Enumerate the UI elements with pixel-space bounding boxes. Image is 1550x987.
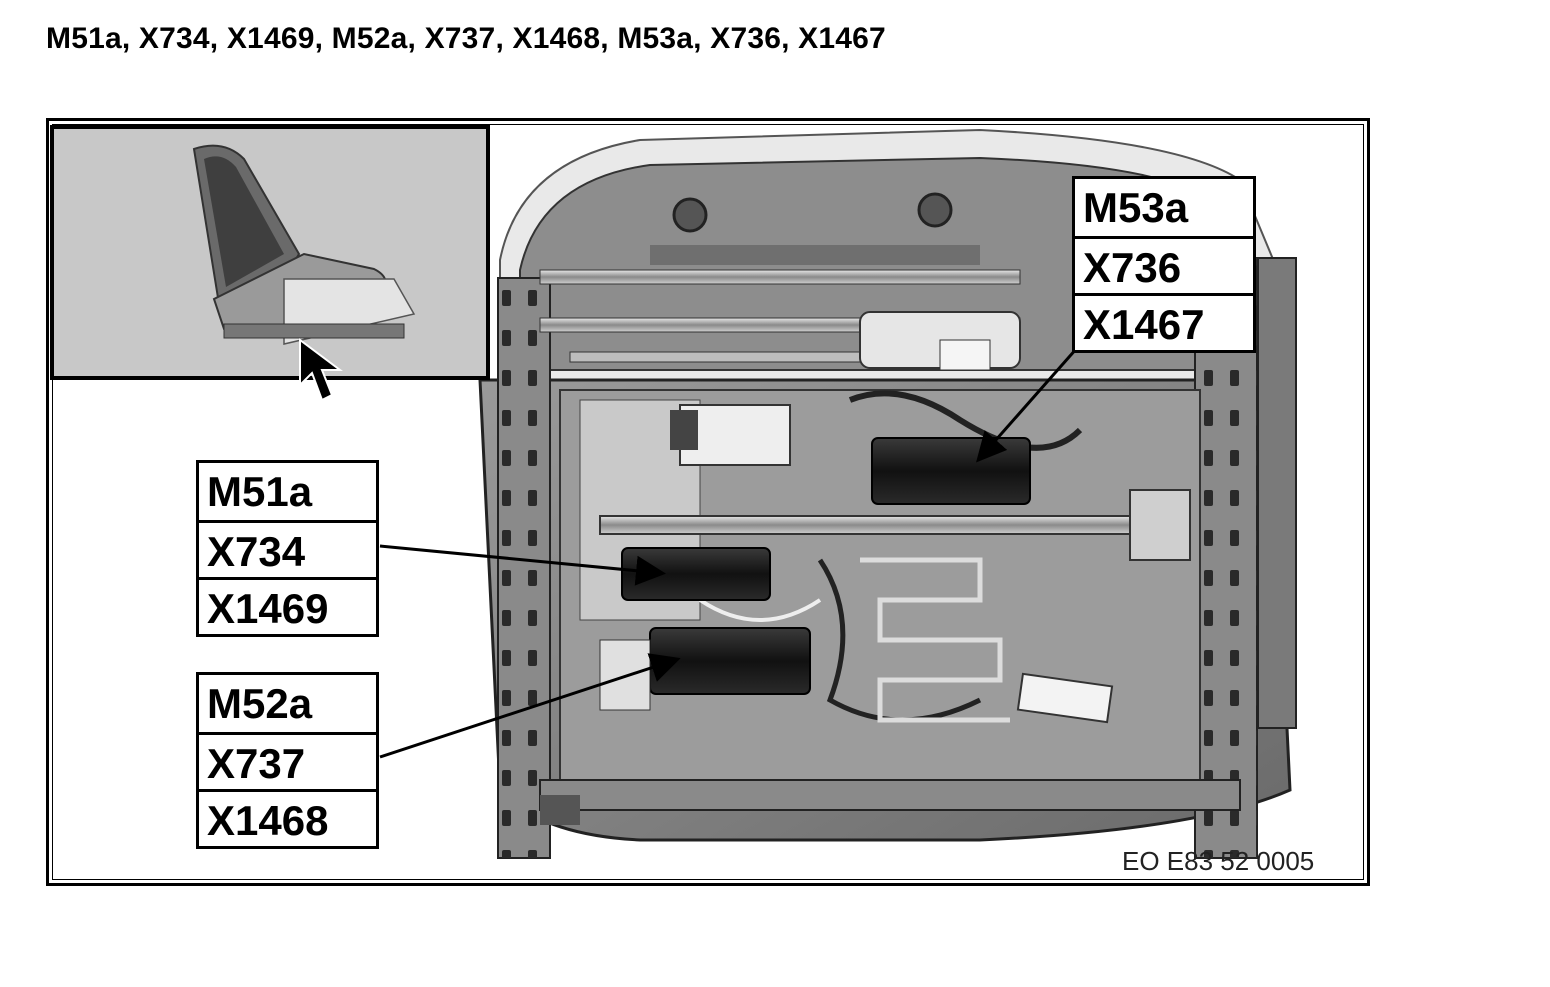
- figure-code: EO E83 52 0005: [1122, 846, 1315, 876]
- callout-m53a: M53a X736 X1467: [1072, 176, 1256, 353]
- callout-label: X1468: [199, 789, 376, 846]
- arrow-m52a: [379, 653, 681, 759]
- callout-label: X1467: [1075, 293, 1253, 350]
- arrow-m53a: [976, 347, 1079, 463]
- callout-label: M53a: [1083, 184, 1189, 231]
- callout-m51a: M51a X734 X1469: [196, 460, 379, 637]
- arrow-m51a: [379, 544, 666, 586]
- callout-label: M51a: [207, 468, 313, 515]
- callout-m52a: M52a X737 X1468: [196, 672, 379, 849]
- callout-label: X734: [199, 520, 376, 577]
- locator-inset: [50, 125, 490, 380]
- callout-label: X737: [199, 732, 376, 789]
- callout-label: X1469: [199, 577, 376, 634]
- callout-label: X736: [1075, 236, 1253, 293]
- diagram-inner-border: [52, 124, 1364, 880]
- callout-label: M52a: [207, 680, 313, 727]
- seat-overview-illustration: [192, 144, 416, 345]
- page-title: M51a, X734, X1469, M52a, X737, X1468, M5…: [46, 22, 886, 55]
